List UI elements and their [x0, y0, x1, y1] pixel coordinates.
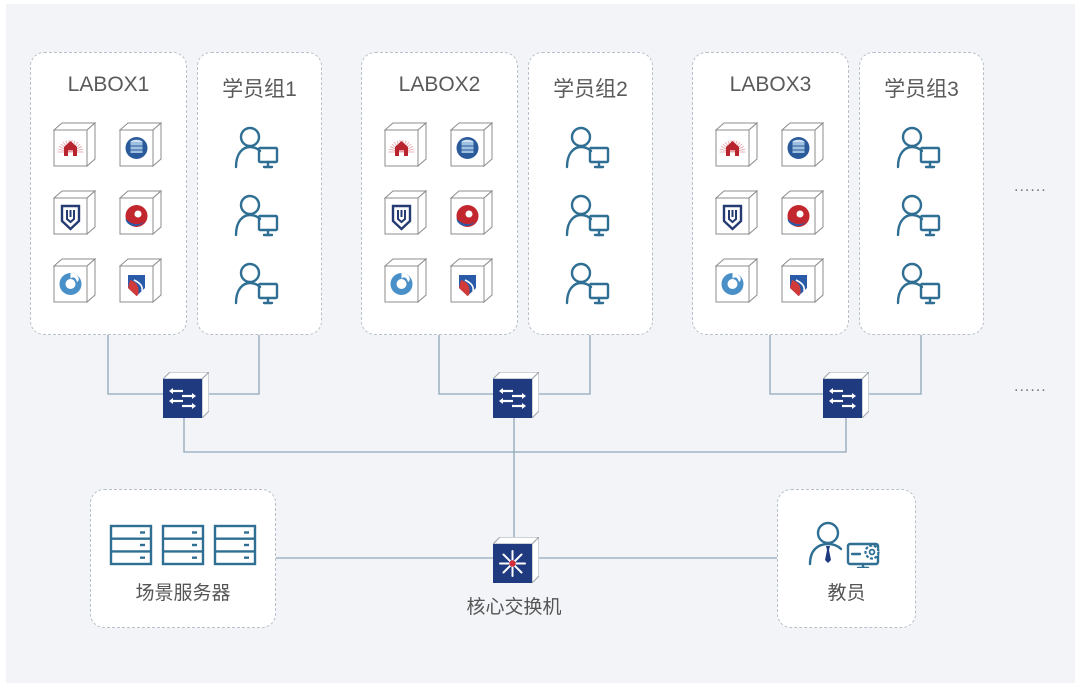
security-appliance-orb-icon	[447, 189, 494, 236]
labox-2-title: LABOX2	[398, 73, 481, 96]
labox-3-title: LABOX3	[729, 73, 812, 96]
student-workstation-icon	[234, 262, 286, 306]
access-switch-2	[491, 370, 541, 420]
student-group-2-title: 学员组2	[553, 78, 628, 101]
security-appliance-swirl-icon	[50, 257, 97, 304]
student-group-1-title: 学员组1	[222, 78, 297, 101]
link-labox1-switch1	[107, 335, 163, 395]
server-icon	[161, 524, 205, 566]
core-switch-label: 核心交换机	[466, 597, 562, 618]
student-workstation-icon	[896, 194, 948, 238]
security-appliance-database-icon	[778, 121, 825, 168]
labox-1-title: LABOX1	[67, 73, 150, 96]
link-group2-switch2	[535, 335, 591, 395]
security-appliance-flame-shield-icon	[116, 257, 163, 304]
student-workstation-icon	[565, 126, 617, 170]
security-appliance-firewall-icon	[50, 121, 97, 168]
student-workstation-icon	[896, 262, 948, 306]
link-switch1-bus	[183, 417, 847, 453]
security-appliance-firewall-icon	[381, 121, 428, 168]
access-switch-3	[821, 370, 871, 420]
student-workstation-icon	[565, 194, 617, 238]
security-appliance-swirl-icon	[381, 257, 428, 304]
server-rack-icons	[109, 524, 257, 566]
link-group1-switch1	[205, 335, 260, 395]
more-labs-ellipsis-bottom: ......	[1014, 378, 1047, 395]
core-switch-icon	[491, 535, 541, 585]
security-appliance-shield-icon	[381, 189, 428, 236]
gear-icon	[864, 544, 880, 560]
teacher-label: 教员	[827, 583, 866, 604]
teacher-icon	[808, 521, 880, 568]
server-icon	[213, 524, 257, 566]
scenario-servers-panel: 场景服务器	[90, 489, 276, 628]
switch-icon	[821, 370, 871, 420]
security-appliance-orb-icon	[116, 189, 163, 236]
scenario-servers-label: 场景服务器	[135, 583, 231, 604]
server-icon	[109, 524, 153, 566]
link-labox3-switch3	[769, 335, 823, 395]
teacher-panel: 教员	[777, 489, 916, 628]
security-appliance-database-icon	[116, 121, 163, 168]
switch-icon	[161, 370, 211, 420]
access-switch-1	[161, 370, 211, 420]
student-group-3-title: 学员组3	[884, 78, 959, 101]
security-appliance-orb-icon	[778, 189, 825, 236]
security-appliance-swirl-icon	[712, 257, 759, 304]
security-appliance-firewall-icon	[712, 121, 759, 168]
link-group3-switch3	[865, 335, 922, 395]
link-labox2-switch2	[438, 335, 493, 395]
security-appliance-flame-shield-icon	[447, 257, 494, 304]
student-workstation-icon	[234, 126, 286, 170]
more-labs-ellipsis-top: ......	[1014, 178, 1047, 195]
security-appliance-flame-shield-icon	[778, 257, 825, 304]
student-workstation-icon	[896, 126, 948, 170]
switch-icon	[491, 370, 541, 420]
security-appliance-shield-icon	[712, 189, 759, 236]
student-workstation-icon	[234, 194, 286, 238]
student-workstation-icon	[565, 262, 617, 306]
security-appliance-database-icon	[447, 121, 494, 168]
security-appliance-shield-icon	[50, 189, 97, 236]
core-switch	[491, 535, 541, 585]
